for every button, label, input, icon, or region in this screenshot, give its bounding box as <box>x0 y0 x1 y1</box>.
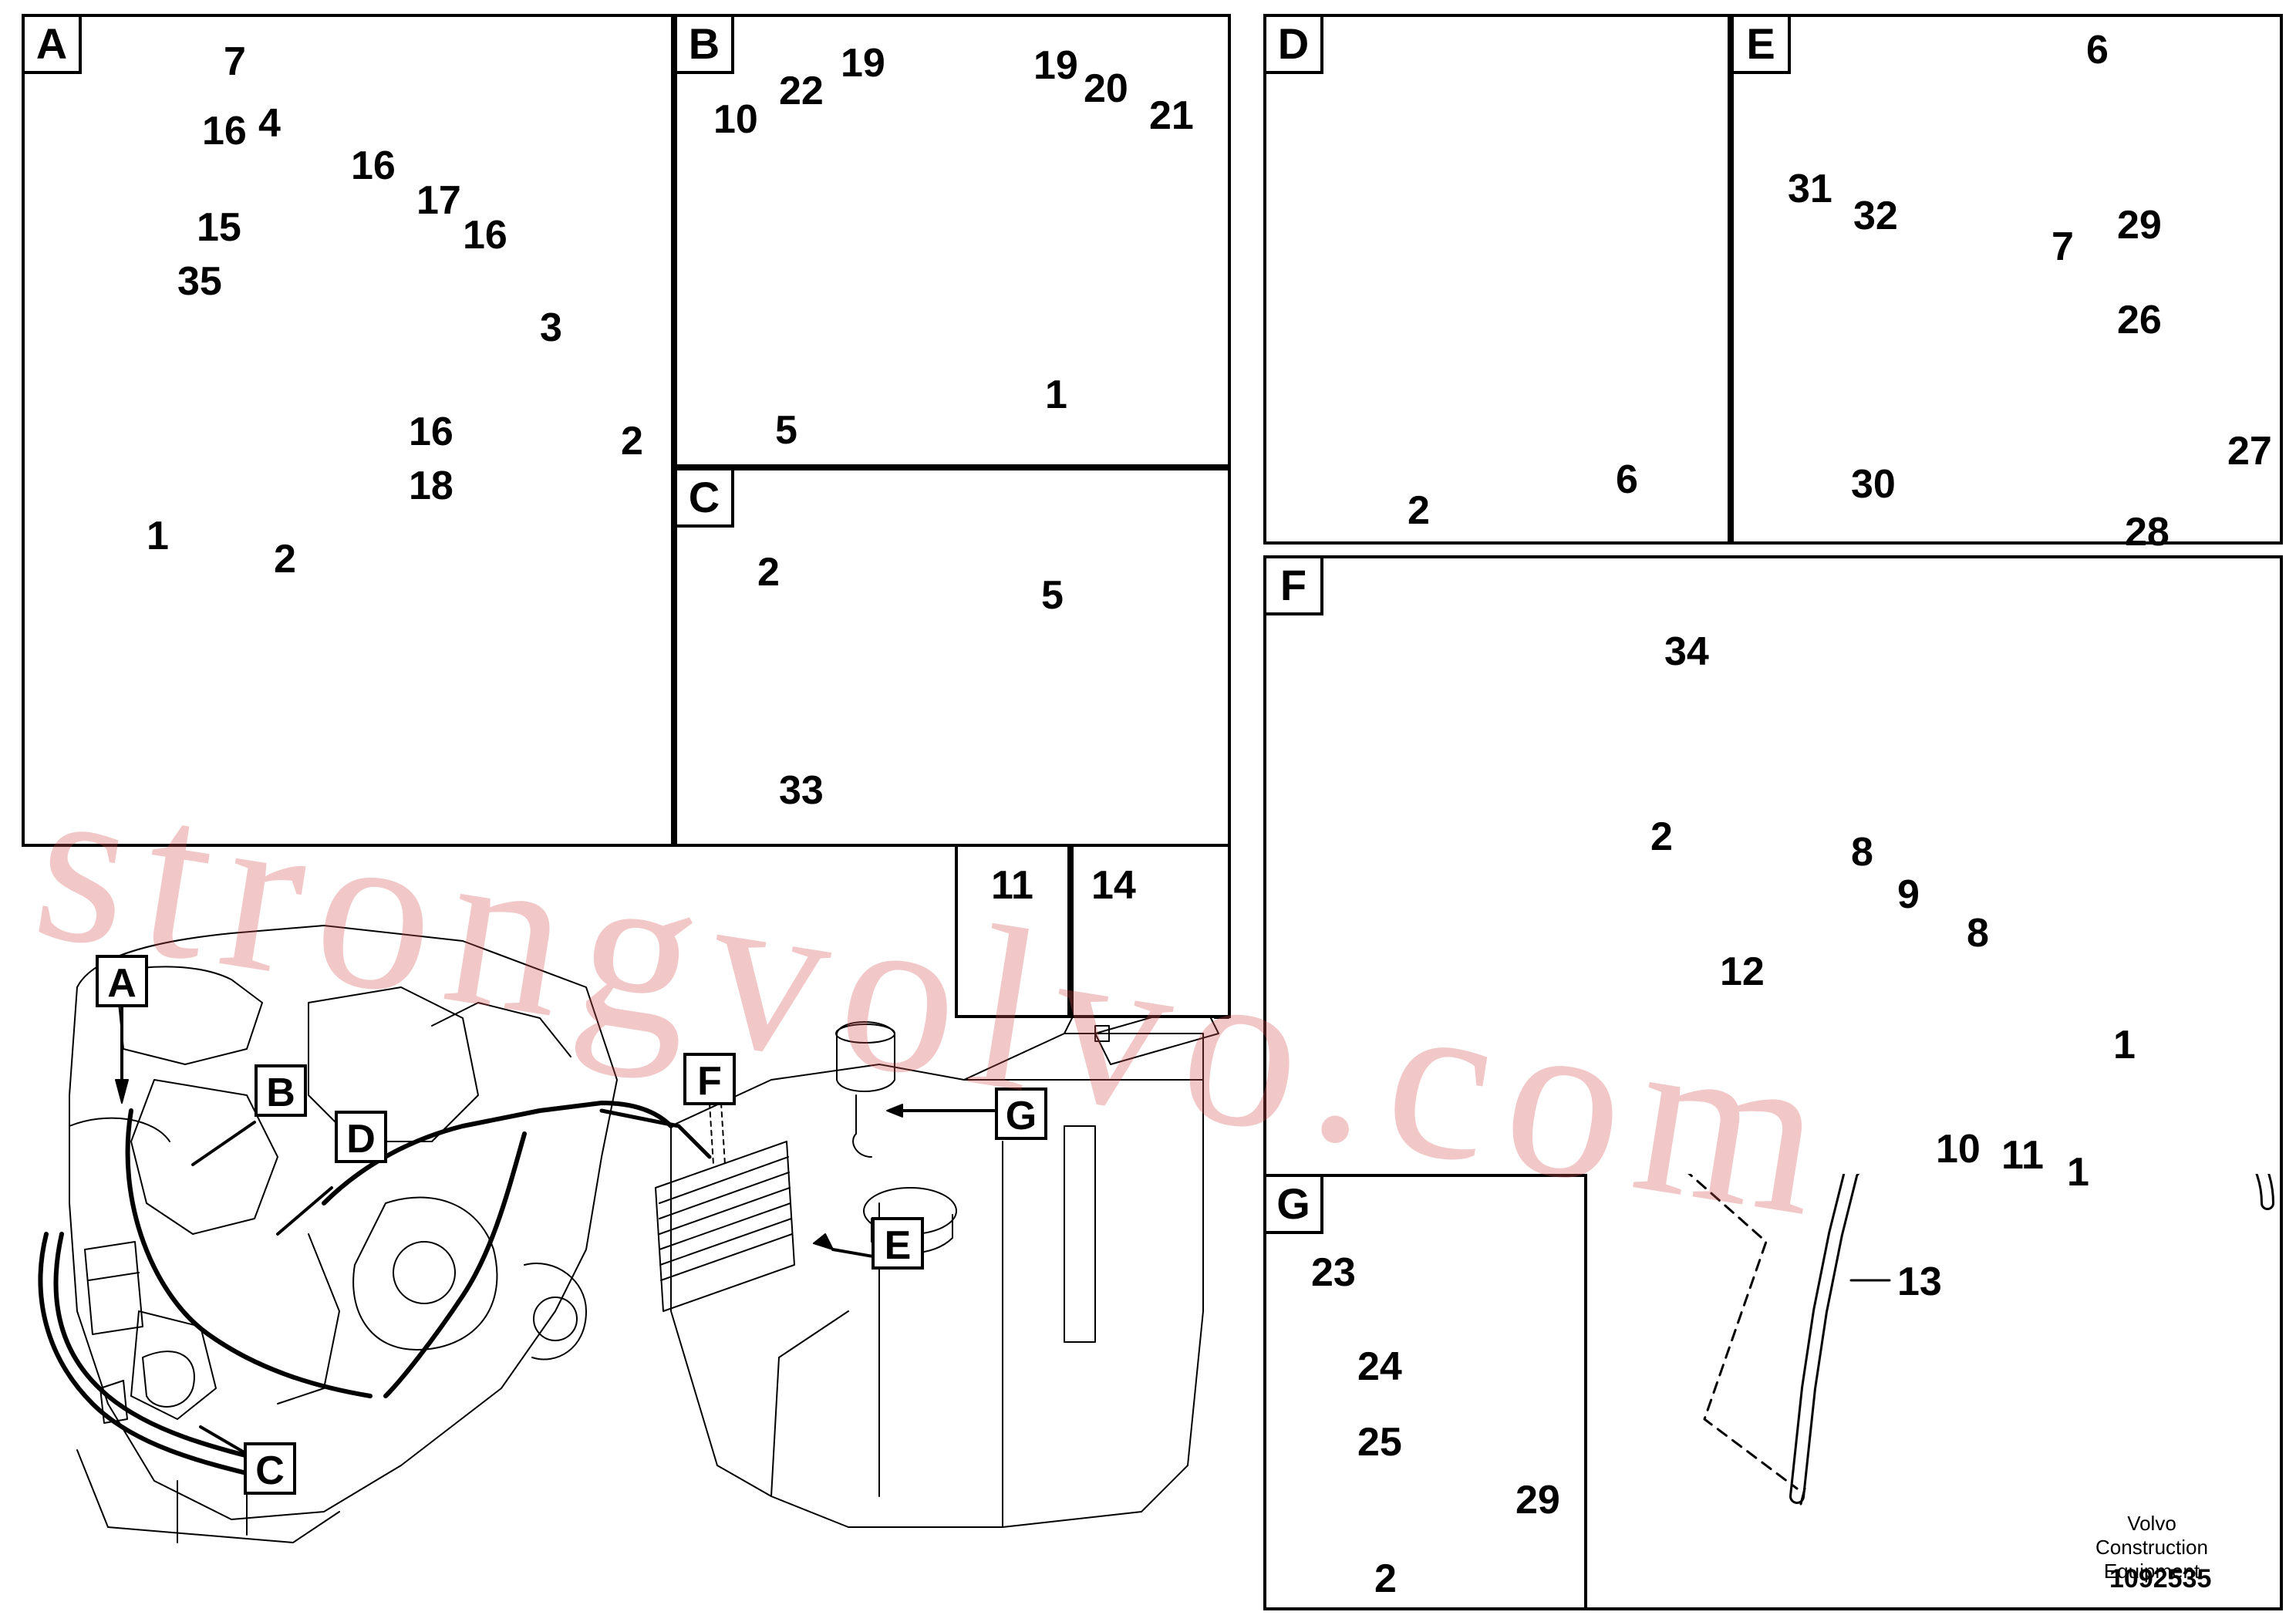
panel-letter-e: E <box>1734 17 1791 74</box>
overview-engine-drawing <box>38 925 1229 1543</box>
callout-f-34: 34 <box>1664 629 1709 674</box>
callout-f-9: 9 <box>1897 872 1920 917</box>
manufacturer-credit: Volvo Construction Equipment <box>2095 1512 2208 1583</box>
document-number: 1092535 <box>2109 1564 2212 1593</box>
callout-b-19b: 19 <box>1033 43 1078 88</box>
callout-a-15: 15 <box>197 205 241 250</box>
panel-letter-c: C <box>677 470 734 528</box>
callout-inset-14: 14 <box>1091 863 1136 908</box>
callout-e-28: 28 <box>2125 510 2170 555</box>
callout-b-20: 20 <box>1084 66 1128 111</box>
overview-label-f[interactable]: F <box>683 1053 736 1105</box>
callout-b-1: 1 <box>1045 373 1067 417</box>
inset-panel-14 <box>1070 847 1231 1018</box>
callout-c-33: 33 <box>779 768 824 813</box>
overview-label-d[interactable]: D <box>335 1111 387 1163</box>
callout-c-2: 2 <box>757 550 780 595</box>
detail-panel-g: G <box>1263 1174 1587 1610</box>
callout-g-2: 2 <box>1374 1556 1397 1601</box>
callout-f-10: 10 <box>1936 1127 1981 1172</box>
panel-letter-a: A <box>25 17 82 74</box>
callout-f-8: 8 <box>1851 830 1873 875</box>
overview-label-b[interactable]: B <box>255 1064 307 1117</box>
detail-panel-b: B <box>674 14 1231 467</box>
panel-letter-b: B <box>677 17 734 74</box>
callout-f-8b: 8 <box>1967 911 1989 956</box>
overview-label-a[interactable]: A <box>96 955 148 1007</box>
callout-a-16d: 16 <box>409 410 453 454</box>
callout-b-21: 21 <box>1149 93 1194 138</box>
callout-a-3: 3 <box>540 305 562 350</box>
callout-g-24: 24 <box>1357 1344 1402 1389</box>
callout-g-29: 29 <box>1515 1478 1560 1523</box>
callout-e-29: 29 <box>2117 203 2162 248</box>
callout-a-2: 2 <box>274 537 296 582</box>
callout-g-23: 23 <box>1311 1250 1356 1295</box>
detail-panel-a: A <box>22 14 674 847</box>
callout-f-1: 1 <box>2113 1023 2136 1067</box>
callout-e-30: 30 <box>1851 462 1896 507</box>
detail-panel-e: E <box>1731 14 2283 545</box>
callout-e-26: 26 <box>2117 298 2162 342</box>
callout-a-4: 4 <box>258 101 281 146</box>
detail-panel-c: C <box>674 467 1231 847</box>
callout-e-27: 27 <box>2227 429 2272 474</box>
callout-a-16b: 16 <box>351 143 396 188</box>
callout-f-1b: 1 <box>2067 1150 2089 1195</box>
callout-a-16: 16 <box>202 109 247 153</box>
callout-inset-11: 11 <box>991 863 1033 908</box>
callout-c-5: 5 <box>1041 573 1064 618</box>
callout-e-32: 32 <box>1853 194 1898 238</box>
callout-f-12: 12 <box>1720 949 1765 994</box>
callout-d-6: 6 <box>1616 457 1638 502</box>
panel-letter-f: F <box>1266 558 1323 615</box>
callout-f-13: 13 <box>1897 1259 1942 1304</box>
callout-b-22: 22 <box>779 69 824 113</box>
detail-panel-d: D <box>1263 14 1731 545</box>
panel-letter-g: G <box>1266 1177 1323 1234</box>
overview-label-g[interactable]: G <box>995 1088 1047 1140</box>
callout-b-19: 19 <box>841 41 885 86</box>
detail-panel-f: F <box>1263 555 2283 1174</box>
panel-letter-d: D <box>1266 17 1323 74</box>
callout-a-16c: 16 <box>463 213 507 258</box>
panel-f-lower-frame <box>1587 1171 2283 1610</box>
callout-d-2: 2 <box>1408 488 1430 533</box>
callout-e-6: 6 <box>2086 28 2109 73</box>
callout-a-2b: 2 <box>621 419 643 464</box>
inset-panel-11 <box>955 847 1070 1018</box>
callout-b-5: 5 <box>775 408 797 453</box>
callout-g-25: 25 <box>1357 1420 1402 1465</box>
callout-a-7: 7 <box>224 39 246 84</box>
overview-label-e[interactable]: E <box>872 1217 924 1270</box>
callout-e-31: 31 <box>1788 167 1832 211</box>
callout-a-35: 35 <box>177 259 222 304</box>
callout-a-17: 17 <box>416 178 461 223</box>
callout-e-7: 7 <box>2052 224 2074 269</box>
callout-a-1: 1 <box>147 514 169 558</box>
overview-label-c[interactable]: C <box>244 1442 296 1495</box>
callout-f-2: 2 <box>1650 814 1673 859</box>
callout-a-18: 18 <box>409 464 453 508</box>
callout-f-11: 11 <box>2001 1133 2044 1178</box>
callout-b-10: 10 <box>713 97 758 142</box>
